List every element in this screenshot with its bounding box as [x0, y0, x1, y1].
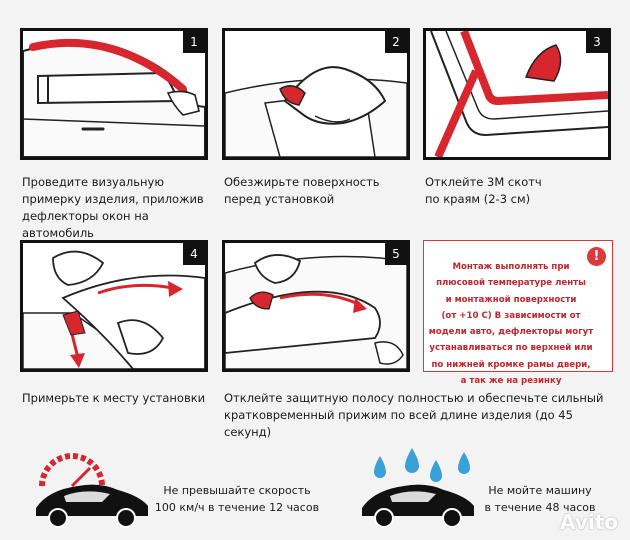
step-number-badge: 4	[183, 243, 205, 265]
exclamation-icon: !	[587, 247, 606, 266]
step-number-badge: 1	[183, 31, 205, 53]
step-number-badge: 3	[586, 31, 608, 53]
step-1-caption: Проведите визуальную примерку изделия, п…	[22, 175, 204, 240]
step-4-illustration	[23, 250, 205, 369]
raindrops-car-icon	[362, 448, 474, 528]
step-3-illustration	[430, 31, 608, 157]
step-2-caption: Обезжирьте поверхность перед установкой	[224, 175, 380, 206]
step-number-badge: 2	[385, 31, 407, 53]
wash-notice-text: Не мойте машину в течение 48 часов	[484, 484, 596, 514]
step-3-panel: 3	[423, 28, 611, 160]
step-5-panel: 5	[222, 240, 410, 372]
step-1-illustration	[23, 38, 205, 157]
step-1-panel: 1	[20, 28, 208, 160]
step-5-caption: Отклейте защитную полосу полностью и обе…	[224, 391, 604, 439]
step-number-badge: 5	[385, 243, 407, 265]
step-5-illustration	[225, 254, 407, 369]
step-2-illustration	[225, 66, 407, 157]
step-4-caption: Примерьте к месту установки	[22, 391, 206, 405]
step-2-panel: 2	[222, 28, 410, 160]
speedometer-car-icon	[36, 453, 148, 528]
warning-text: Монтаж выполнять при плюсовой температур…	[428, 262, 594, 387]
step-4-panel: 4	[20, 240, 208, 372]
speed-notice-text: Не превышайте скорость 100 км/ч в течени…	[154, 484, 320, 514]
installation-warning: ! Монтаж выполнять при плюсовой температ…	[423, 240, 613, 386]
avito-watermark: Avito	[560, 510, 618, 534]
step-3-caption: Отклейте 3М скотч по краям (2-3 см)	[425, 175, 542, 206]
